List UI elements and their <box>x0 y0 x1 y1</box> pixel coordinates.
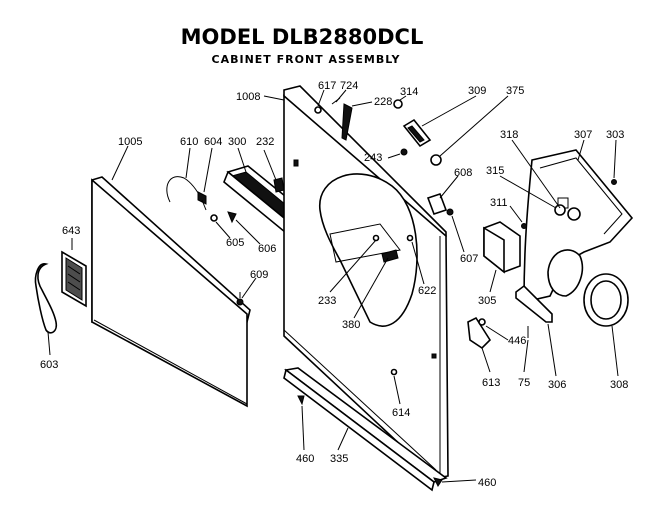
bracket-613 <box>467 316 492 350</box>
screw-607 <box>446 208 454 216</box>
screw-233 <box>372 234 380 242</box>
label-375: 375 <box>506 85 524 97</box>
label-232: 232 <box>256 136 274 148</box>
screw-605 <box>210 214 218 222</box>
vent-grille-643 <box>61 250 87 308</box>
label-306: 306 <box>548 379 566 391</box>
latch-380 <box>381 249 399 263</box>
label-607: 607 <box>460 253 478 265</box>
kickplate-335 <box>283 367 448 492</box>
knob-375 <box>430 154 442 166</box>
label-308: 308 <box>610 379 628 391</box>
label-314: 314 <box>400 86 418 98</box>
label-614: 614 <box>392 407 410 419</box>
label-606: 606 <box>258 243 276 255</box>
clip-606 <box>227 211 237 224</box>
screw-622 <box>406 234 414 242</box>
label-446: 446 <box>508 335 526 347</box>
screw-314 <box>393 99 403 109</box>
label-305: 305 <box>478 295 496 307</box>
screw-460-left <box>297 395 305 406</box>
fitting-318 <box>567 207 581 221</box>
screw-609 <box>236 298 244 306</box>
clip-232 <box>273 177 285 193</box>
label-603: 603 <box>40 359 58 371</box>
sensor-315 <box>554 204 566 216</box>
screw-446 <box>478 318 486 326</box>
diagram-title: MODEL DLB2880DCL <box>181 25 424 49</box>
label-609: 609 <box>250 269 268 281</box>
leader-lines <box>47 89 619 483</box>
screw-460-right <box>433 477 443 487</box>
rod-228 <box>341 103 353 141</box>
screw-303 <box>611 179 617 185</box>
screw-243 <box>400 148 408 156</box>
label-460-right: 460 <box>478 477 496 489</box>
ring-seal-308 <box>583 273 629 327</box>
switch-604 <box>197 191 207 205</box>
bracket-306 <box>515 284 553 323</box>
label-303: 303 <box>606 129 624 141</box>
front-cabinet-1008 <box>283 85 449 479</box>
label-307: 307 <box>574 129 592 141</box>
label-604: 604 <box>204 136 222 148</box>
label-608: 608 <box>454 167 472 179</box>
label-622: 622 <box>418 285 436 297</box>
label-311: 311 <box>490 197 508 209</box>
label-1005: 1005 <box>118 136 142 148</box>
label-605: 605 <box>226 237 244 249</box>
door-panel-1005 <box>91 176 251 408</box>
module-box-305 <box>483 221 521 274</box>
label-380: 380 <box>342 319 360 331</box>
screw-617 <box>314 106 322 114</box>
label-610: 610 <box>180 136 198 148</box>
label-75: 75 <box>518 377 530 389</box>
label-309: 309 <box>468 85 486 97</box>
label-460-left: 460 <box>296 453 314 465</box>
label-613: 613 <box>482 377 500 389</box>
part-labels: 1005 643 603 610 604 300 232 605 606 609… <box>40 80 628 489</box>
diagram-subtitle: CABINET FRONT ASSEMBLY <box>212 53 401 66</box>
label-315: 315 <box>486 165 504 177</box>
bracket-608 <box>426 192 448 216</box>
label-300: 300 <box>228 136 246 148</box>
label-1008: 1008 <box>236 91 260 103</box>
label-228: 228 <box>374 96 392 108</box>
label-724: 724 <box>340 80 358 92</box>
duct-housing-307 <box>523 149 634 304</box>
label-643: 643 <box>62 225 80 237</box>
door-handle-603 <box>34 263 58 334</box>
door-cable-610 <box>166 176 203 203</box>
screw-311 <box>521 223 527 229</box>
label-243: 243 <box>364 152 382 164</box>
label-335: 335 <box>330 453 348 465</box>
screw-614 <box>390 368 398 376</box>
label-233: 233 <box>318 295 336 307</box>
label-318: 318 <box>500 129 518 141</box>
label-617: 617 <box>318 80 336 92</box>
